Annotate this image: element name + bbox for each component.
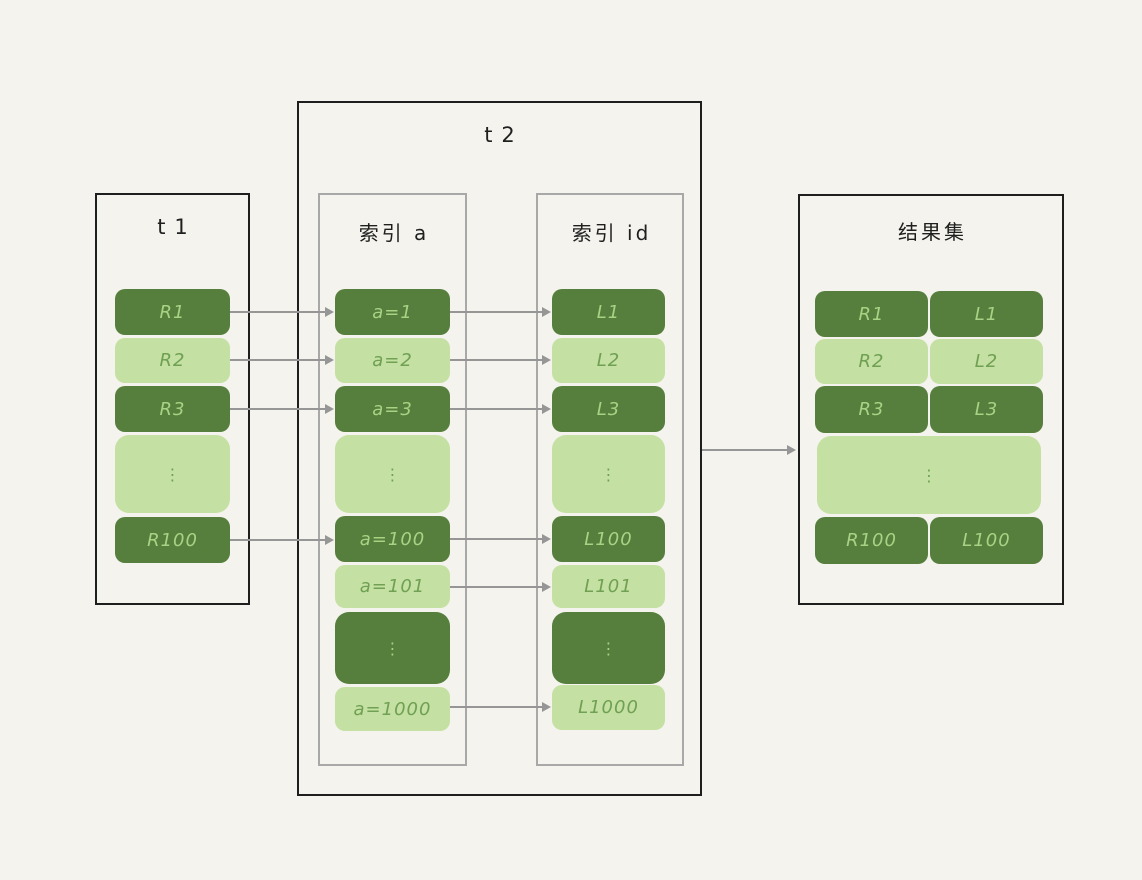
index-a-box: 索引 a: [318, 193, 467, 766]
table-t1-title: t1: [157, 215, 197, 239]
arrow-a1-to-l1: [450, 306, 551, 317]
arrow-a100-to-l100: [450, 533, 551, 544]
arrow-a2-to-l2: [450, 354, 551, 365]
index-id-box: 索引 id: [536, 193, 684, 766]
result-cell-r1: R1: [815, 291, 928, 337]
arrow-a1000-to-l1000: [450, 701, 551, 712]
cell-l3: L3: [552, 386, 665, 432]
cell-a1000: a=1000: [335, 687, 450, 731]
index-a-title: 索引 a: [358, 221, 430, 245]
cell-l2: L2: [552, 338, 665, 383]
cell-a100: a=100: [335, 516, 450, 562]
table-t2-box: t2: [297, 101, 702, 796]
arrow-r2-to-a2: [230, 354, 334, 365]
result-cell-ellipsis: ⋮: [817, 436, 1041, 514]
result-cell-r2: R2: [815, 339, 928, 384]
cell-r100: R100: [115, 517, 230, 563]
result-cell-r3: R3: [815, 386, 928, 433]
cell-r-ellipsis: ⋮: [115, 435, 230, 513]
cell-a2: a=2: [335, 338, 450, 383]
result-cell-l2: L2: [930, 339, 1043, 384]
arrow-r3-to-a3: [230, 403, 334, 414]
cell-l-ellipsis-2: ⋮: [552, 612, 665, 684]
cell-a1: a=1: [335, 289, 450, 335]
table-t1-box: t1: [95, 193, 250, 605]
cell-r2: R2: [115, 338, 230, 383]
result-set-title: 结果集: [898, 220, 967, 244]
result-cell-l1: L1: [930, 291, 1043, 337]
cell-r1: R1: [115, 289, 230, 335]
cell-a-ellipsis-2: ⋮: [335, 612, 450, 684]
table-t2-title: t2: [484, 123, 524, 147]
cell-l101: L101: [552, 565, 665, 608]
cell-l1: L1: [552, 289, 665, 335]
arrow-t2-to-result: [702, 444, 796, 455]
result-cell-l3: L3: [930, 386, 1043, 433]
arrow-r100-to-a100: [230, 534, 334, 545]
index-id-title: 索引 id: [571, 221, 652, 245]
result-cell-l100: L100: [930, 517, 1043, 564]
arrow-a3-to-l3: [450, 403, 551, 414]
result-set-box: 结果集: [798, 194, 1064, 605]
arrow-r1-to-a1: [230, 306, 334, 317]
cell-a-ellipsis-1: ⋮: [335, 435, 450, 513]
cell-a3: a=3: [335, 386, 450, 432]
cell-l-ellipsis-1: ⋮: [552, 435, 665, 513]
result-cell-r100: R100: [815, 517, 928, 564]
cell-a101: a=101: [335, 565, 450, 608]
cell-l100: L100: [552, 516, 665, 562]
arrow-a101-to-l101: [450, 581, 551, 592]
cell-l1000: L1000: [552, 685, 665, 730]
cell-r3: R3: [115, 386, 230, 432]
